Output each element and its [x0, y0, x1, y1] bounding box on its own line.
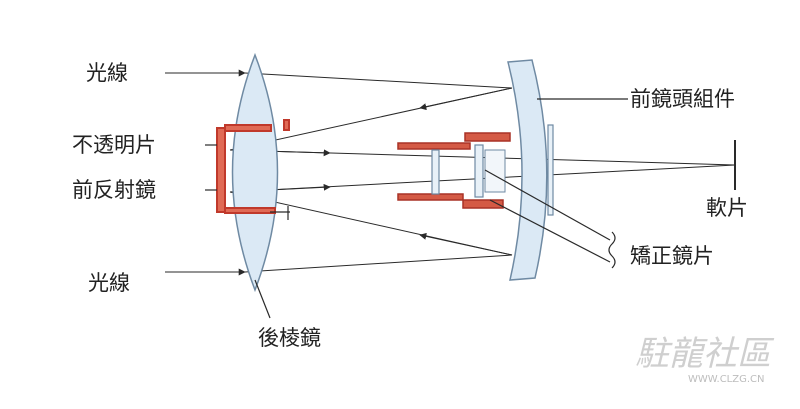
front-lens-assembly — [507, 59, 548, 281]
ray-return-top-arrow — [419, 87, 513, 111]
corrector-plate-right — [474, 144, 484, 198]
ray-top-forward — [244, 72, 513, 89]
label-front-mirror: 前反射鏡 — [72, 178, 156, 202]
leader-corrector-1 — [484, 169, 611, 241]
label-light-bottom: 光線 — [88, 271, 130, 295]
label-rear-lens: 後棱鏡 — [258, 326, 321, 350]
ray-bottom-forward — [244, 254, 513, 273]
corrector-brace — [608, 231, 616, 269]
label-light-top: 光線 — [86, 61, 128, 85]
ray-return-bottom-arrow — [419, 232, 513, 256]
label-corrector: 矯正鏡片 — [630, 244, 714, 268]
watermark-url: WWW.CLZG.CN — [688, 374, 765, 385]
leader-corrector-2 — [489, 199, 611, 263]
rear-mount — [216, 119, 290, 214]
corrector-plate-left — [431, 149, 440, 195]
corrector-inner-body — [484, 149, 506, 193]
leader-rear-lens — [254, 279, 271, 319]
label-film: 軟片 — [706, 196, 748, 220]
corrector-mount — [397, 132, 511, 209]
film-plate — [547, 124, 554, 216]
rear-lens — [231, 52, 279, 293]
label-front-lens-assembly: 前鏡頭組件 — [630, 87, 735, 111]
label-opaque-plate: 不透明片 — [72, 133, 156, 157]
watermark-text: 駐龍社區 — [635, 334, 775, 374]
